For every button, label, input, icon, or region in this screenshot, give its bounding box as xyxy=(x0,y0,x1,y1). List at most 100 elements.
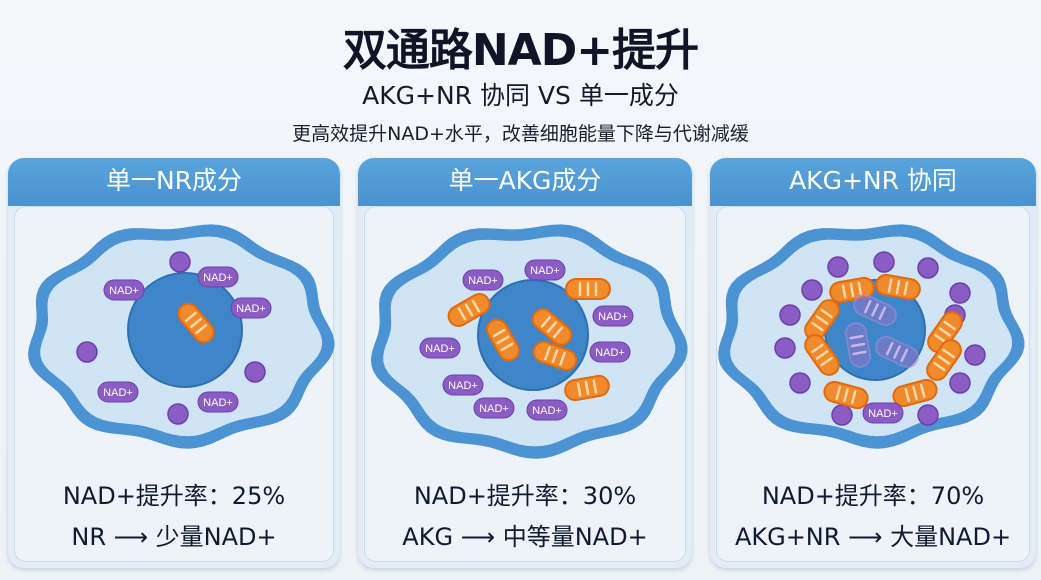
mitochondrion-crista xyxy=(893,345,901,359)
nad-badge: NAD+ xyxy=(442,374,484,396)
nad-molecule-icon xyxy=(774,337,796,359)
nad-molecule-icon xyxy=(244,361,266,383)
mitochondrion-crista xyxy=(185,311,197,322)
mitochondrion-crista xyxy=(943,320,956,331)
nad-badge-label: NAD+ xyxy=(532,405,562,417)
flow-label: NR ⟶ 少量NAD+ xyxy=(71,523,277,551)
mitochondrion-crista xyxy=(500,342,514,352)
mitochondrion-icon xyxy=(531,308,573,346)
mitochondrion-crista xyxy=(942,348,955,359)
card-nr-only: 单一NR成分 NAD+NAD+NAD+NAD+NAD+ NAD+提升率：25% … xyxy=(8,158,340,568)
nad-molecule-icon xyxy=(831,404,853,426)
nad-badge-bg xyxy=(97,381,139,403)
nad-badge-label: NAD+ xyxy=(109,285,139,297)
nad-badge-label: NAD+ xyxy=(236,303,266,315)
mitochondrion-crista xyxy=(852,350,867,356)
mitochondrion-crista xyxy=(546,321,558,333)
mitochondrion-icon xyxy=(823,380,869,410)
nad-badge-label: NAD+ xyxy=(595,347,625,359)
mitochondrion-crista xyxy=(553,326,564,338)
mitochondrion-icon xyxy=(844,322,872,368)
mitochondrion-crista xyxy=(903,281,909,296)
card-akg-only: 单一AKG成分 NAD+NAD+NAD+NAD+NAD+NAD+NAD+NAD+… xyxy=(358,158,692,568)
mitochondrion-icon xyxy=(853,293,897,327)
nad-molecule-icon xyxy=(801,279,823,301)
nad-badge-bg xyxy=(589,341,631,363)
nad-badge: NAD+ xyxy=(462,269,504,291)
mitochondrion-crista xyxy=(190,317,202,329)
mitochondrion-crista xyxy=(195,324,207,335)
nad-badge: NAD+ xyxy=(197,391,239,413)
mitochondrion-crista xyxy=(811,343,824,354)
nad-badge: NAD+ xyxy=(230,297,272,319)
mitochondrion-icon xyxy=(892,378,938,408)
nad-badge-bg xyxy=(473,397,515,419)
mitochondrion-crista xyxy=(544,346,551,361)
mitochondrion-icon xyxy=(177,302,215,344)
mitochondrion-icon xyxy=(486,318,520,362)
nad-badge: NAD+ xyxy=(97,381,139,403)
mitochondrion-crista xyxy=(815,315,829,325)
mitochondrion-crista xyxy=(933,361,946,372)
mitochondrion-crista xyxy=(540,316,551,328)
nad-badge-label: NAD+ xyxy=(425,343,455,355)
nad-badge-bg xyxy=(862,402,904,424)
nad-molecule-icon xyxy=(76,341,98,363)
mitochondrion-crista xyxy=(492,328,506,338)
nad-badge-bg xyxy=(419,337,461,359)
cell: NAD+NAD+NAD+NAD+NAD+ xyxy=(28,224,335,449)
mitochondrion-crista xyxy=(849,334,864,340)
card-akg-nr-synergy: AKG+NR 协同 NAD+ NAD+提升率：70% AKG+NR ⟶ 大量NA… xyxy=(710,158,1036,568)
nad-badge-bg xyxy=(103,279,145,301)
mitochondrion-crista xyxy=(841,284,847,299)
mitochondrion-crista xyxy=(885,341,894,356)
nad-badge-label: NAD+ xyxy=(868,408,898,420)
nad-molecule-icon xyxy=(917,404,939,426)
nad-molecule-icon xyxy=(167,403,189,425)
nad-badge-bg xyxy=(462,269,504,291)
mitochondrion-icon xyxy=(926,339,962,381)
page-subtitle: AKG+NR 协同 VS 单一成分 xyxy=(362,81,679,110)
mitochondrion-crista xyxy=(850,390,857,405)
mitochondrion-icon xyxy=(565,278,611,300)
mitochondrion-crista xyxy=(912,385,918,401)
nad-badge-bg xyxy=(230,297,272,319)
mitochondrion-crista xyxy=(464,303,474,317)
nad-badge: NAD+ xyxy=(592,305,634,327)
page-tagline: 更高效提升NAD+水平，改善细胞能量下降与代谢减缓 xyxy=(292,123,749,145)
nad-badge: NAD+ xyxy=(862,402,904,424)
nad-badge-label: NAD+ xyxy=(103,387,133,399)
rate-label: NAD+提升率：25% xyxy=(62,482,286,510)
nad-molecule-icon xyxy=(917,257,939,279)
mitochondrion-crista xyxy=(576,382,582,397)
mitochondrion-crista xyxy=(559,351,566,366)
mitochondrion-crista xyxy=(551,349,559,363)
nad-badge-bg xyxy=(442,374,484,396)
cell-diagram: NAD+NAD+NAD+NAD+NAD+ xyxy=(28,224,335,449)
nad-molecule-icon xyxy=(949,372,971,394)
mitochondrion-crista xyxy=(457,307,467,321)
nad-badge: NAD+ xyxy=(419,337,461,359)
nad-molecule-icon xyxy=(873,251,895,273)
mitochondrion-crista xyxy=(871,303,879,317)
mitochondrion-icon xyxy=(564,374,610,402)
nad-badge-label: NAD+ xyxy=(448,380,478,392)
rate-label: NAD+提升率：30% xyxy=(413,482,637,510)
nad-badge-bg xyxy=(197,266,239,288)
mitochondrion-crista xyxy=(471,299,481,313)
mitochondrion-icon xyxy=(447,293,491,327)
mitochondrion-icon xyxy=(875,335,919,369)
mitochondrion-crista xyxy=(592,379,598,394)
nad-molecule-icon xyxy=(779,304,801,326)
mitochondrion-crista xyxy=(835,385,842,400)
cell-diagram: NAD+ xyxy=(718,224,1025,449)
mitochondrion-icon xyxy=(875,273,921,301)
mitochondrion-crista xyxy=(900,348,909,363)
mitochondrion-crista xyxy=(863,299,872,314)
nucleus xyxy=(127,272,243,388)
rate-label: NAD+提升率：70% xyxy=(761,482,985,510)
mitochondrion-crista xyxy=(919,383,926,398)
nad-badge-bg xyxy=(524,259,566,281)
nad-badge-bg xyxy=(592,305,634,327)
mitochondrion-crista xyxy=(820,308,833,319)
